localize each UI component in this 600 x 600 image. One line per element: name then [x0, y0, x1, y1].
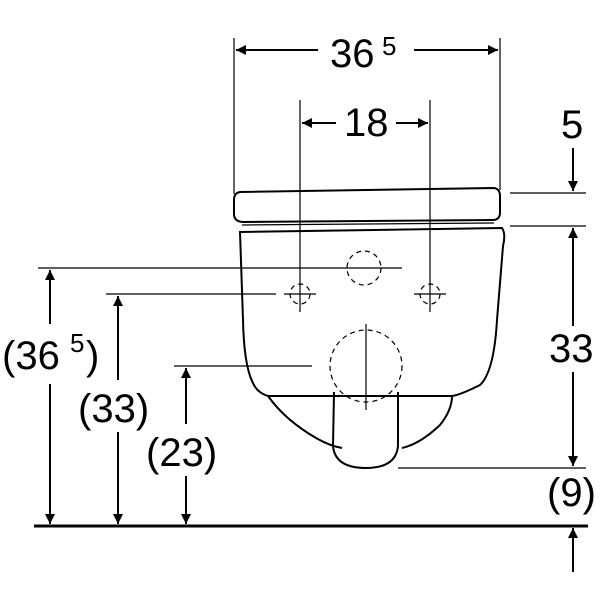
- outlet-spigot: [331, 391, 399, 470]
- outlet-height-label: (23): [146, 431, 217, 475]
- bowl-height-label: 33: [549, 327, 594, 371]
- top-fixing-height-close: ): [86, 334, 99, 378]
- seat-hinge-line: [241, 222, 495, 226]
- fixing-spacing-label: 18: [344, 101, 389, 145]
- top-fixing-height-label: (36: [2, 334, 60, 378]
- toilet-seat: [233, 186, 501, 224]
- overall-width-sup: 5: [382, 31, 396, 61]
- toilet-pan-underside: [267, 395, 453, 449]
- seat-step-label: 5: [561, 103, 583, 147]
- clearance-label: (9): [547, 471, 596, 515]
- lower-fixing-height-label: (33): [78, 387, 149, 431]
- toilet-bowl: [238, 226, 506, 397]
- top-fixing-height-sup: 5: [70, 328, 84, 358]
- overall-width-label: 36: [330, 32, 375, 76]
